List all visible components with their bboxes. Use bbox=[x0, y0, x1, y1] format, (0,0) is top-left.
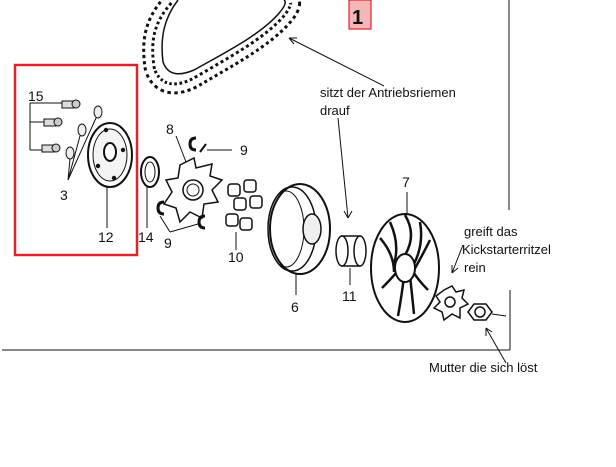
kickstarter-ratchet bbox=[432, 285, 470, 322]
label-6: 6 bbox=[291, 299, 299, 315]
fan-pulley-7 bbox=[370, 192, 440, 323]
section-badge-text: 1 bbox=[352, 7, 363, 29]
label-12: 12 bbox=[98, 229, 114, 245]
kick-note-line2: Kickstarterritzel bbox=[462, 242, 551, 257]
kick-note-line3: rein bbox=[464, 260, 486, 275]
drive-belt bbox=[142, 0, 302, 95]
label-3: 3 bbox=[60, 187, 68, 203]
bushing-11 bbox=[335, 235, 367, 285]
label-8: 8 bbox=[166, 121, 174, 137]
drive-belt-inner bbox=[145, 0, 299, 92]
rollers-10 bbox=[225, 179, 263, 250]
belt-note-line1: sitzt der Antriebsriemen bbox=[320, 85, 456, 100]
section-badge-background bbox=[348, 0, 372, 30]
annotation-arrows bbox=[288, 37, 507, 364]
label-7: 7 bbox=[402, 174, 410, 190]
label-9-upper: 9 bbox=[240, 142, 248, 158]
drive-pulley-6 bbox=[267, 183, 331, 295]
cover-plate-12 bbox=[87, 122, 133, 228]
highlight-box bbox=[13, 63, 139, 257]
label-15: 15 bbox=[28, 88, 44, 104]
nut bbox=[467, 303, 507, 321]
washers-3 bbox=[65, 105, 103, 181]
drawing-frame bbox=[2, 0, 511, 351]
bolts-15 bbox=[29, 99, 81, 153]
ramp-plate-8 bbox=[162, 135, 224, 224]
label-14: 14 bbox=[138, 229, 154, 245]
section-badge: 1 bbox=[348, 0, 372, 30]
drive-belt-inner-edge bbox=[161, 0, 286, 75]
seal-ring-14 bbox=[140, 156, 160, 228]
belt-note-line2: drauf bbox=[320, 103, 350, 118]
nut-note: Mutter die sich löst bbox=[429, 360, 538, 375]
label-9-lower: 9 bbox=[164, 235, 172, 251]
kick-note-line1: greift das bbox=[464, 224, 518, 239]
label-11: 11 bbox=[342, 288, 357, 304]
label-10: 10 bbox=[228, 249, 244, 265]
sliders-9 bbox=[156, 136, 232, 233]
